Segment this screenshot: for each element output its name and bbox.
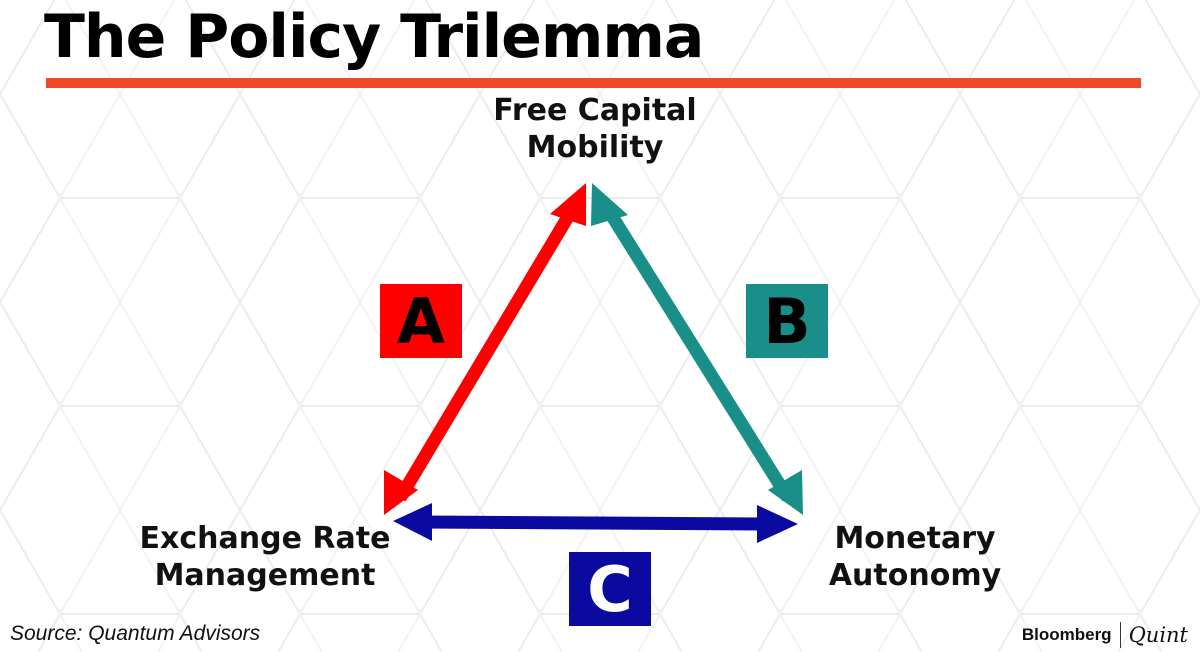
node-exchange-rate-management: Exchange Rate Management <box>110 520 420 594</box>
arrowhead-b-top-icon <box>591 183 628 226</box>
node-label-line: Management <box>154 558 376 593</box>
arrow-a <box>384 183 586 515</box>
arrow-b <box>591 183 803 515</box>
title-underline <box>46 78 1141 88</box>
page-title: The Policy Trilemma <box>44 2 704 72</box>
node-monetary-autonomy: Monetary Autonomy <box>800 520 1030 594</box>
brand-logo: Bloomberg Quint <box>1022 622 1188 648</box>
node-label-line: Exchange Rate <box>139 521 391 556</box>
node-label-line: Mobility <box>526 130 664 165</box>
arrowhead-a-top-icon <box>550 183 586 226</box>
edge-label-b: B <box>746 284 828 358</box>
source-credit: Source: Quantum Advisors <box>10 622 261 645</box>
arrow-c <box>393 503 798 543</box>
arrowhead-c-right-icon <box>757 505 798 543</box>
edge-label-c: C <box>569 552 651 626</box>
node-label-line: Autonomy <box>828 558 1002 593</box>
arrowhead-b-bottom-icon <box>768 470 803 515</box>
edge-label-a: A <box>380 284 462 358</box>
brand-divider <box>1119 622 1121 648</box>
brand-primary: Bloomberg <box>1021 625 1112 644</box>
node-free-capital-mobility: Free Capital Mobility <box>470 92 720 166</box>
arrowhead-c-left-icon <box>393 503 432 541</box>
brand-secondary: Quint <box>1128 623 1188 647</box>
node-label-line: Free Capital <box>493 93 697 128</box>
arrowhead-a-bottom-icon <box>384 470 418 515</box>
node-label-line: Monetary <box>834 521 996 556</box>
